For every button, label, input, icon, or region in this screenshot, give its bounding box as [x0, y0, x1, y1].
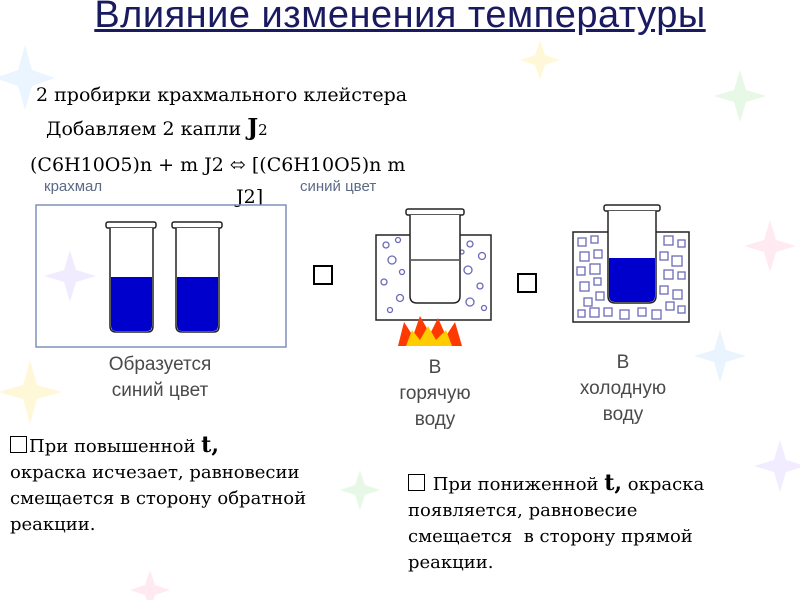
- caption-cold-line-2: холодную: [579, 378, 667, 399]
- tubes-frame: [35, 204, 287, 348]
- equation-continued: J2]: [236, 186, 264, 208]
- caption-hot-water: В горячую воду: [370, 355, 500, 433]
- conclusion-high-line-3: смещается в сторону обратной: [10, 488, 307, 509]
- caption-hot-line-2: горячую: [399, 383, 471, 404]
- caption-cold-line-3: воду: [602, 404, 644, 425]
- conclusion-high-temperature: При повышенной t, окраска исчезает, равн…: [10, 432, 370, 538]
- conclusion-high-line-1: При повышенной t,: [10, 432, 370, 460]
- conclusion-low-prefix: При пониженной: [427, 474, 605, 495]
- caption-cold-water: В холодную воду: [558, 350, 688, 428]
- arrow-placeholder-icon-1: [313, 265, 333, 285]
- equilibrium-arrow-icon: ⬄: [229, 154, 246, 176]
- conclusion-low-temperature: При пониженной t, окраска появляется, ра…: [408, 470, 793, 576]
- test-tube-2: [171, 221, 223, 333]
- page-title: Влияние изменения температуры: [94, 0, 706, 36]
- intro-line-2-text: Добавляем 2 капли: [46, 118, 248, 140]
- bullet-box-icon: [408, 474, 425, 491]
- conclusion-low-line-4: реакции.: [408, 552, 494, 573]
- blue-color-label: синий цвет: [300, 178, 377, 195]
- caption-hot-line-1: В: [428, 357, 442, 378]
- flame-icon: [398, 316, 462, 346]
- caption-hot-line-3: воду: [414, 409, 456, 430]
- conclusion-high-line-2: окраска исчезает, равновесии: [10, 462, 300, 483]
- starch-label: крахмал: [44, 178, 103, 195]
- conclusion-low-suffix: окраска: [622, 474, 705, 495]
- conclusion-high-prefix: При повышенной: [29, 436, 202, 457]
- conclusion-low-line-1: При пониженной t, окраска: [408, 470, 793, 498]
- intro-line-1: 2 пробирки крахмального клейстера: [36, 84, 408, 106]
- caption-forms-line-2: синий цвет: [111, 380, 209, 401]
- caption-cold-line-1: В: [616, 352, 630, 373]
- iodine-symbol: J: [247, 114, 259, 141]
- iodine-subscript: 2: [258, 121, 268, 139]
- caption-forms-line-1: Образуется: [108, 354, 212, 375]
- arrow-placeholder-icon-2: [517, 273, 537, 293]
- hot-water-bath: [375, 208, 492, 321]
- caption-forms-blue: Образуется синий цвет: [80, 352, 240, 404]
- temperature-symbol: t,: [604, 470, 623, 496]
- equation: (C6H10O5)n + m J2 ⬄ [(C6H10O5)n m: [30, 154, 405, 176]
- conclusion-low-line-3: смещается в сторону прямой: [408, 526, 693, 547]
- bubbles: [380, 236, 488, 314]
- cold-water-bath: [572, 204, 690, 323]
- test-tube-1: [105, 221, 157, 333]
- equation-right: [(C6H10O5)n m: [245, 154, 406, 176]
- equation-left: (C6H10O5)n + m J2: [30, 154, 230, 176]
- temperature-symbol: t,: [201, 432, 219, 458]
- conclusion-high-line-4: реакции.: [10, 514, 96, 535]
- ice-cubes: [576, 235, 686, 320]
- conclusion-low-line-2: появляется, равновесие: [408, 500, 638, 521]
- bullet-box-icon: [10, 436, 27, 453]
- intro-line-2: Добавляем 2 капли J2: [46, 114, 268, 141]
